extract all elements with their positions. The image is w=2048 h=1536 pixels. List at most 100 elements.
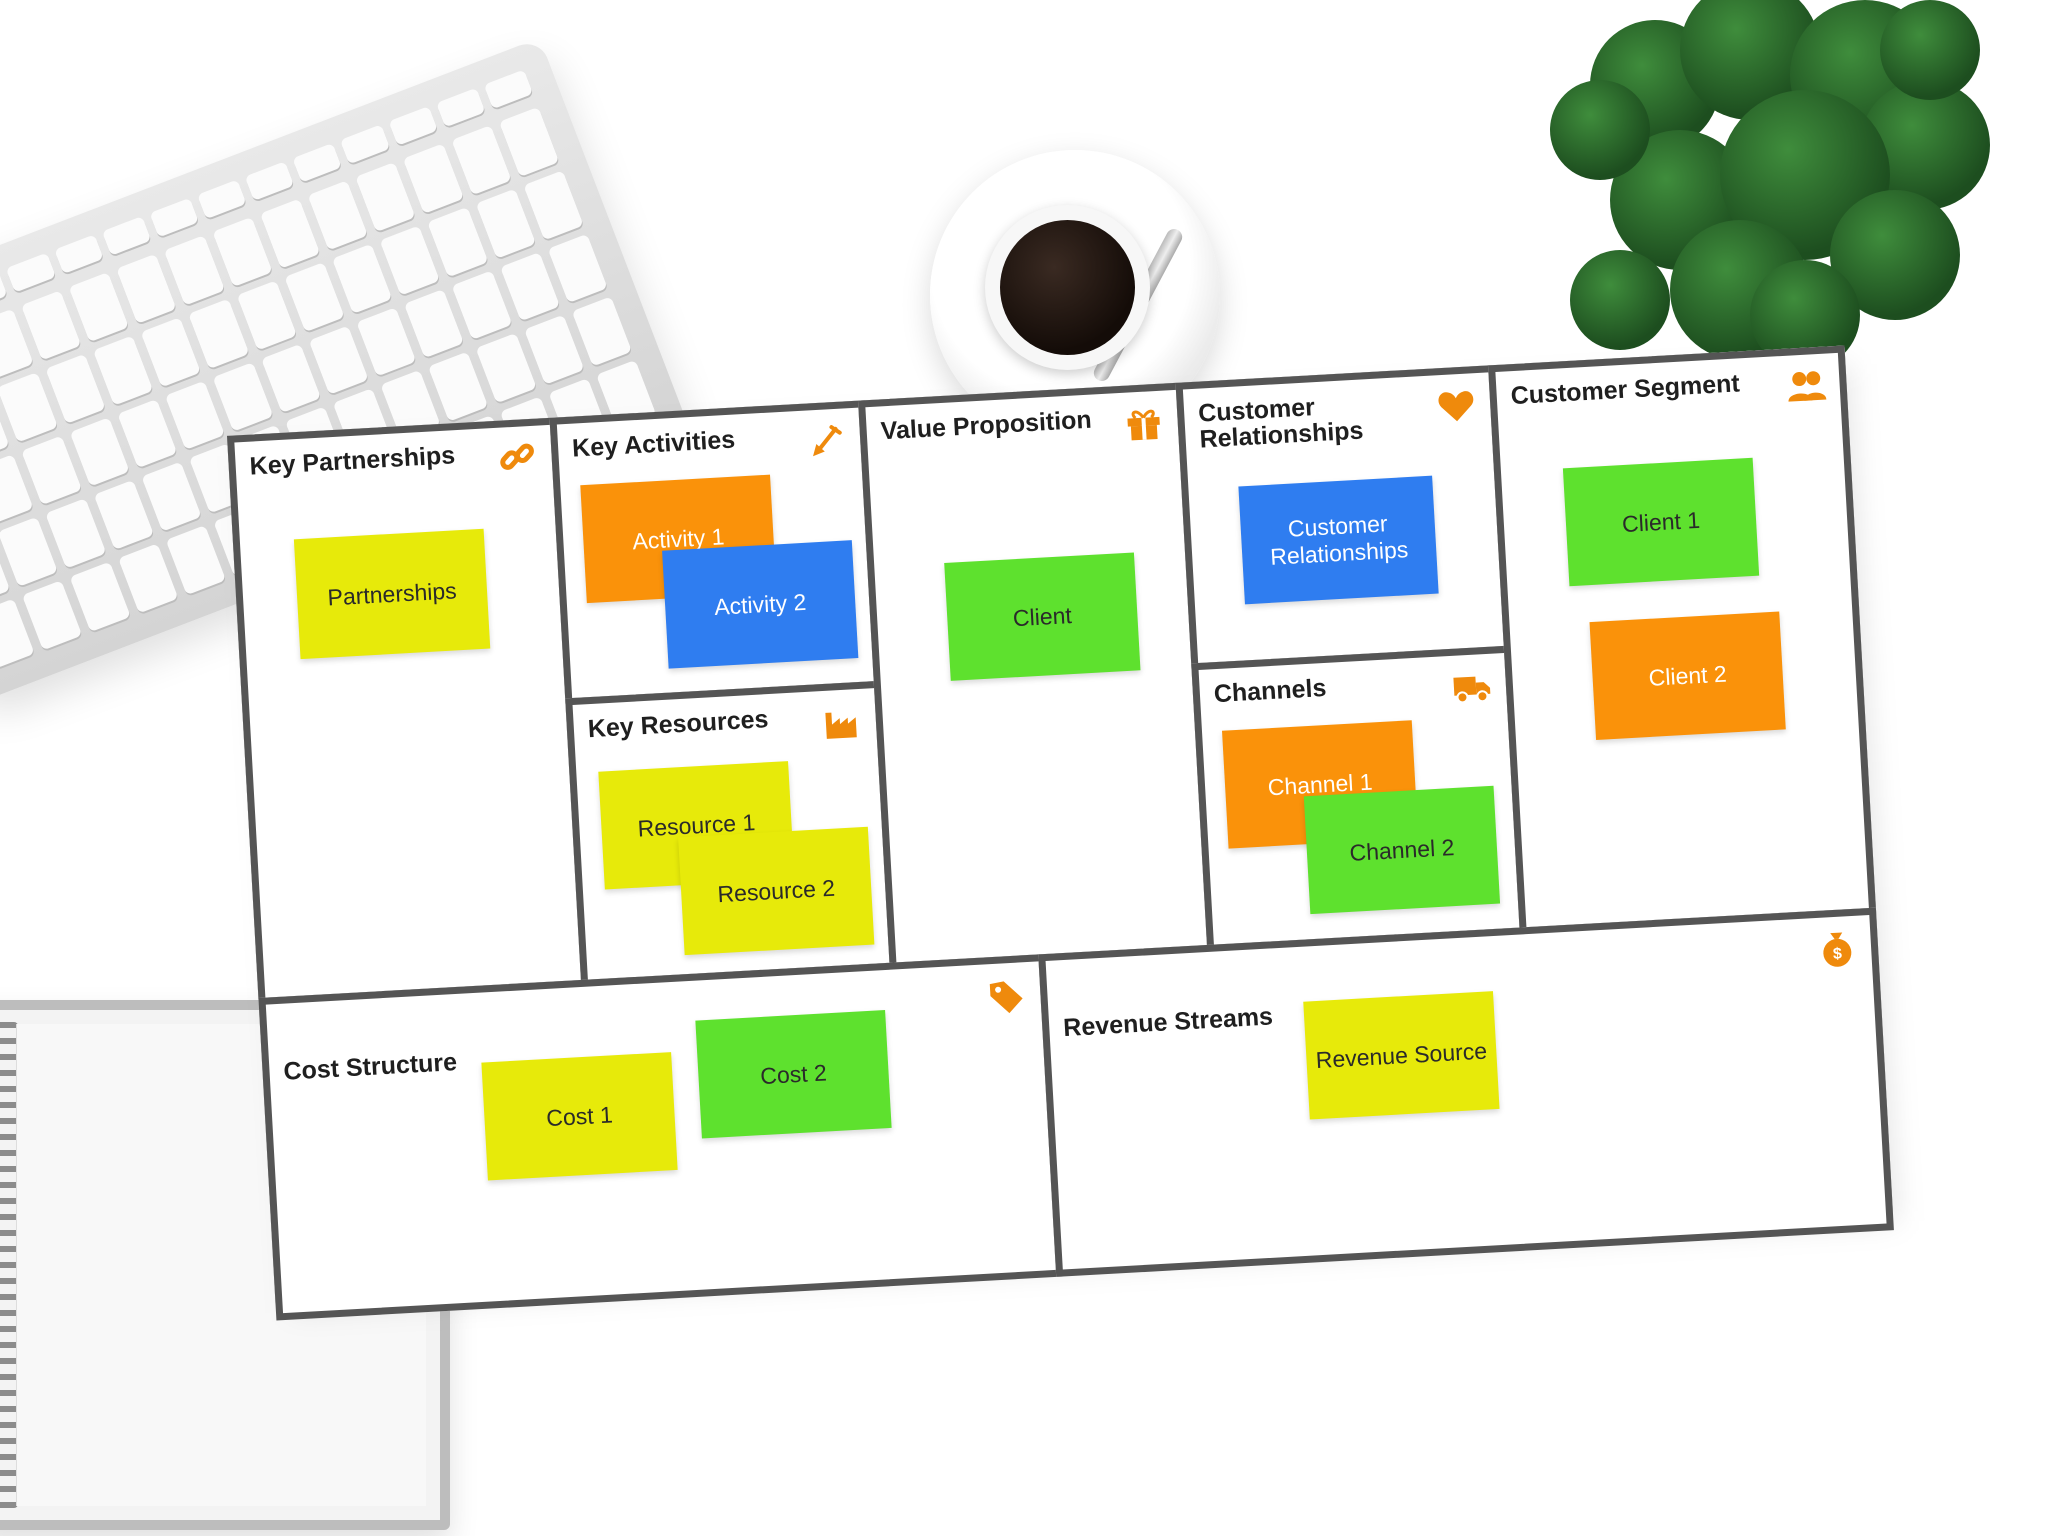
keyboard-key xyxy=(44,353,106,424)
keyboard-key xyxy=(116,253,177,324)
sticky-note[interactable]: Cost 2 xyxy=(695,1010,892,1139)
block-title: Channels xyxy=(1213,673,1328,709)
canvas-board: Key Partnerships Partnerships Key Activi… xyxy=(226,345,1894,1321)
keyboard-key xyxy=(69,416,130,487)
sticky-note[interactable]: Activity 2 xyxy=(662,540,859,669)
shovel-icon xyxy=(813,425,842,457)
keyboard-key xyxy=(93,480,154,551)
block-title: Key Activities xyxy=(571,425,736,463)
keyboard-key xyxy=(498,106,560,177)
keyboard-key xyxy=(164,380,226,451)
keyboard-key xyxy=(571,296,633,367)
plant-foliage xyxy=(1570,250,1670,350)
notebook-spiral xyxy=(0,1022,18,1508)
keyboard-key xyxy=(92,335,154,406)
keyboard-key xyxy=(499,251,561,322)
keyboard-key xyxy=(68,272,129,343)
keyboard-key xyxy=(188,298,249,369)
plant-photo xyxy=(1530,0,2010,390)
keyboard-key xyxy=(475,188,536,259)
keyboard-key xyxy=(523,170,584,241)
keyboard-key xyxy=(212,361,274,432)
customer-relationships-block: Customer Relationships Customer Relation… xyxy=(1175,365,1512,671)
keyboard-key xyxy=(164,235,225,306)
keyboard-key xyxy=(141,461,202,532)
keyboard-key xyxy=(236,280,297,351)
keyboard-key xyxy=(117,398,178,469)
plant-foliage xyxy=(1550,80,1650,180)
svg-text:$: $ xyxy=(1833,946,1843,963)
sticky-note[interactable]: Client 2 xyxy=(1589,611,1786,740)
keyboard-key xyxy=(403,288,465,359)
block-title: Key Resources xyxy=(587,705,770,744)
revenue-streams-block: Revenue Streams $ Revenue Source xyxy=(1038,907,1894,1277)
value-proposition-block: Value Proposition Client xyxy=(857,382,1215,970)
keyboard-key xyxy=(0,516,59,587)
key-activities-block: Key Activities Activity 1 Activity 2 xyxy=(549,400,882,706)
key-resources-block: Key Resources Resource 1 Resource 2 xyxy=(565,680,897,987)
coffee xyxy=(1000,220,1135,355)
keyboard-key xyxy=(435,87,486,128)
users-icon xyxy=(1788,371,1827,402)
keyboard-key xyxy=(0,372,58,443)
keyboard-key xyxy=(22,580,83,651)
keyboard-key xyxy=(165,525,227,596)
keyboard-key xyxy=(403,143,464,214)
keyboard-key xyxy=(476,333,537,404)
keyboard-key xyxy=(356,306,417,377)
keyboard-key xyxy=(21,435,82,506)
gift-icon xyxy=(1127,409,1160,441)
truck-icon xyxy=(1453,676,1491,704)
cup xyxy=(985,205,1150,370)
sticky-note[interactable]: Customer Relationships xyxy=(1238,475,1439,605)
keyboard-key xyxy=(388,106,438,146)
block-title: Value Proposition xyxy=(879,405,1093,446)
block-title: Key Partnerships xyxy=(248,441,456,481)
keyboard-key xyxy=(244,161,295,201)
block-title: Customer Relationships xyxy=(1197,393,1365,454)
sticky-note[interactable]: Partnerships xyxy=(293,528,491,660)
money-bag-icon: $ xyxy=(1823,932,1852,967)
keyboard-key xyxy=(259,198,321,269)
keyboard-key xyxy=(450,125,512,196)
sticky-note[interactable]: Channel 2 xyxy=(1303,785,1501,915)
plant-foliage xyxy=(1880,0,1980,100)
cost-structure-block: Cost Structure Cost 1 Cost 2 xyxy=(258,954,1064,1321)
key-partnerships-block: Key Partnerships Partnerships xyxy=(226,417,589,1006)
keyboard-key xyxy=(101,216,152,256)
keyboard-key xyxy=(331,243,393,314)
heart-icon xyxy=(1438,391,1474,422)
keyboard-key xyxy=(308,325,369,396)
factory-icon xyxy=(825,712,857,739)
keyboard-key xyxy=(211,216,273,287)
keyboard-key xyxy=(45,498,107,569)
price-tag-icon xyxy=(989,981,1023,1014)
sticky-note[interactable]: Cost 1 xyxy=(481,1052,678,1181)
keyboard-key xyxy=(428,351,489,422)
keyboard-key xyxy=(355,161,416,232)
keyboard-key xyxy=(307,180,368,251)
keyboard-key xyxy=(6,252,56,293)
keyboard-key xyxy=(53,234,104,275)
keyboard-key xyxy=(451,270,513,341)
sticky-note[interactable]: Client 1 xyxy=(1562,457,1760,587)
keyboard-key xyxy=(149,197,199,238)
keyboard-key xyxy=(523,315,585,386)
keyboard-key xyxy=(340,124,390,165)
keyboard-key xyxy=(69,561,131,632)
block-title: Customer Segment xyxy=(1509,369,1741,411)
sticky-note[interactable]: Client xyxy=(944,552,1141,681)
keyboard-key xyxy=(427,206,488,277)
link-icon xyxy=(500,443,534,470)
keyboard-key xyxy=(292,142,343,183)
keyboard-key xyxy=(20,290,82,361)
keyboard-key xyxy=(283,261,345,332)
keyboard-key xyxy=(117,543,179,614)
sticky-note[interactable]: Resource 2 xyxy=(678,826,875,956)
sticky-note[interactable]: Revenue Source xyxy=(1303,991,1500,1120)
keyboard-key xyxy=(379,225,441,296)
keyboard-key xyxy=(197,179,247,220)
keyboard-key xyxy=(547,233,608,304)
keyboard-key xyxy=(140,316,202,387)
